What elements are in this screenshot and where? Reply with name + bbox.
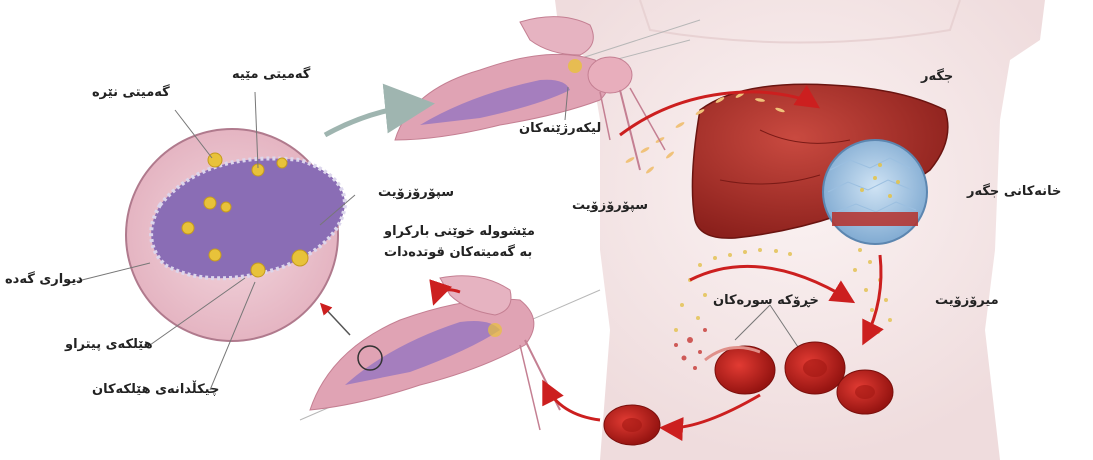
label-liver: جگەر xyxy=(921,68,953,85)
label-sporozoite-blood: سپۆرۆزۆیت xyxy=(572,197,648,214)
label-fertilized-egg: هێلکەی پیتراو xyxy=(65,336,153,353)
label-female-gamete: گەمیتی مێیە xyxy=(232,66,310,83)
label-liver-cells: خانەکانی جگەر xyxy=(967,183,1061,200)
label-mosquito-caption-line1: مێشوولە خوێنی بارکراو xyxy=(384,223,535,240)
stomach-zoom-circle xyxy=(126,129,345,341)
label-salivary-glands: لیکەرژێنەکان xyxy=(519,120,601,137)
liver-cells-zoom xyxy=(823,140,927,244)
label-sporozoite-mosquito: سپۆرۆزۆیت xyxy=(378,184,454,201)
mosquito-bottom xyxy=(300,276,600,430)
label-mosquito-caption-line2: بە گەمیتەکان قوتدەدات xyxy=(384,244,532,261)
label-egg-sac: چیکڵدانەی هێلکەکان xyxy=(92,381,219,398)
label-stomach-wall: دیواری گەدە xyxy=(5,271,83,288)
label-male-gamete: گەمیتی نێرە xyxy=(92,84,170,101)
label-merozoite: میرۆزۆیت xyxy=(935,292,999,309)
label-red-blood-cells: خڕۆکە سورەکان xyxy=(713,292,819,309)
